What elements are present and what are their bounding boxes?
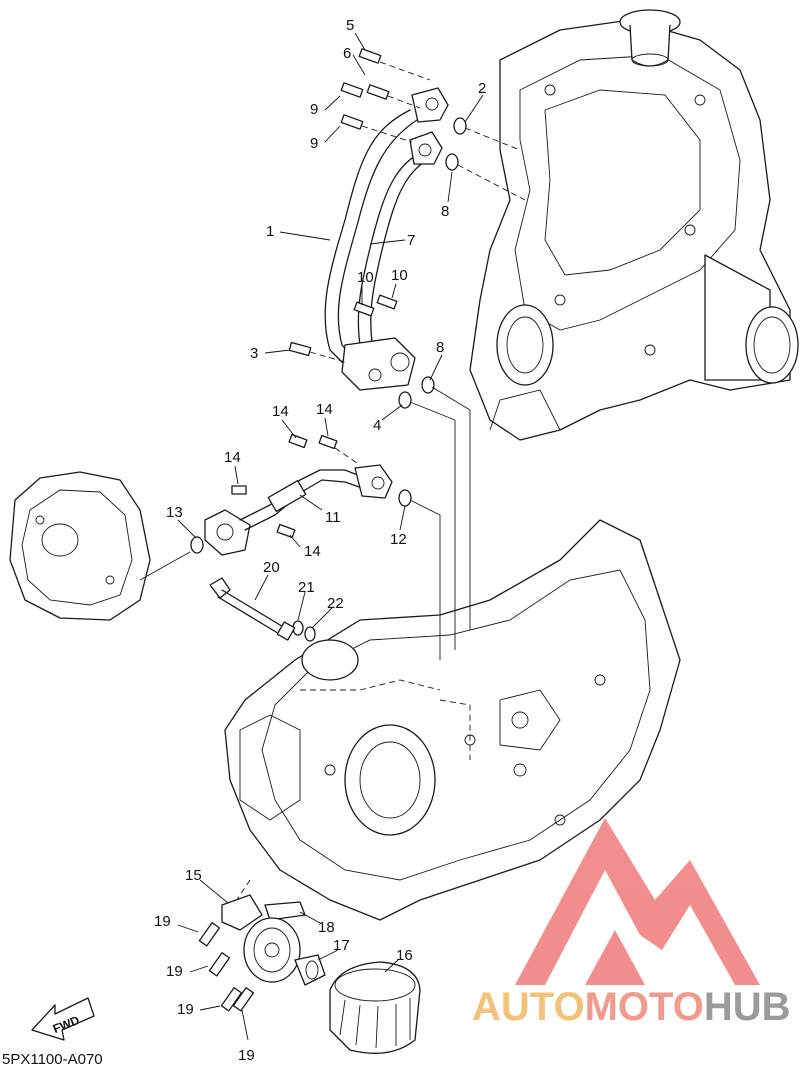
o-rings: [190, 117, 526, 660]
callout-15: 15: [185, 867, 202, 884]
oil-filter-group: [198, 894, 421, 1054]
callout-leaders: [177, 32, 484, 1041]
brand-part-auto: AUTO: [472, 985, 585, 1029]
callout-4: 4: [373, 417, 381, 434]
callout-2: 2: [478, 80, 486, 97]
callout-10: 10: [391, 267, 408, 284]
bolt-9a: [340, 82, 364, 98]
callout-1: 1: [266, 223, 274, 240]
callout-19: 19: [166, 963, 183, 980]
brand-part-moto: MOTO: [584, 985, 704, 1029]
forward-arrow-icon: FWD: [31, 997, 95, 1041]
callout-21: 21: [298, 579, 315, 596]
bolts-upper: [288, 48, 431, 363]
callout-12: 12: [390, 531, 407, 548]
crankcase-lower: [224, 519, 681, 921]
brand-part-hub: HUB: [703, 985, 791, 1029]
bolt-6: [366, 84, 390, 100]
oil-pipe-11: [204, 433, 393, 556]
bolt-10b: [376, 294, 398, 310]
drawing-code: 5PX1100-A070: [2, 1051, 103, 1068]
callout-3: 3: [250, 345, 258, 362]
callout-11: 11: [325, 509, 341, 526]
crankcase-cover-upper: [469, 9, 799, 441]
part-20: [209, 577, 296, 641]
callout-5: 5: [346, 17, 354, 34]
watermark-logo-icon: [515, 818, 760, 985]
callout-numbers: 5 6 2 9 9 8 1 7 10 10 3 8 4 14 14 14 11 …: [154, 17, 486, 1064]
callout-14: 14: [316, 401, 333, 418]
callout-14: 14: [272, 403, 289, 420]
callout-6: 6: [343, 45, 351, 62]
callout-13: 13: [166, 504, 183, 521]
callout-19: 19: [238, 1047, 255, 1064]
callout-16: 16: [396, 947, 413, 964]
callout-9: 9: [310, 135, 318, 152]
oil-pipe-assembly: [324, 87, 449, 391]
bolt-10a: [353, 301, 375, 317]
bolt-5: [358, 48, 382, 64]
callout-19: 19: [154, 913, 171, 930]
callout-14: 14: [304, 543, 321, 560]
callout-17: 17: [333, 937, 350, 954]
callout-20: 20: [263, 559, 280, 576]
callout-9: 9: [310, 101, 318, 118]
callout-19: 19: [177, 1001, 194, 1018]
callout-14: 14: [224, 449, 241, 466]
bolt-9b: [340, 114, 364, 130]
watermark-brand: AUTOMOTOHUB: [472, 985, 791, 1030]
callout-7: 7: [407, 232, 415, 249]
callout-22: 22: [327, 595, 344, 612]
bolt-3: [288, 341, 312, 357]
callout-10: 10: [357, 269, 374, 286]
callout-18: 18: [318, 919, 335, 936]
generator-cover: [9, 471, 191, 621]
callout-8: 8: [441, 203, 449, 220]
callout-8: 8: [436, 339, 444, 356]
